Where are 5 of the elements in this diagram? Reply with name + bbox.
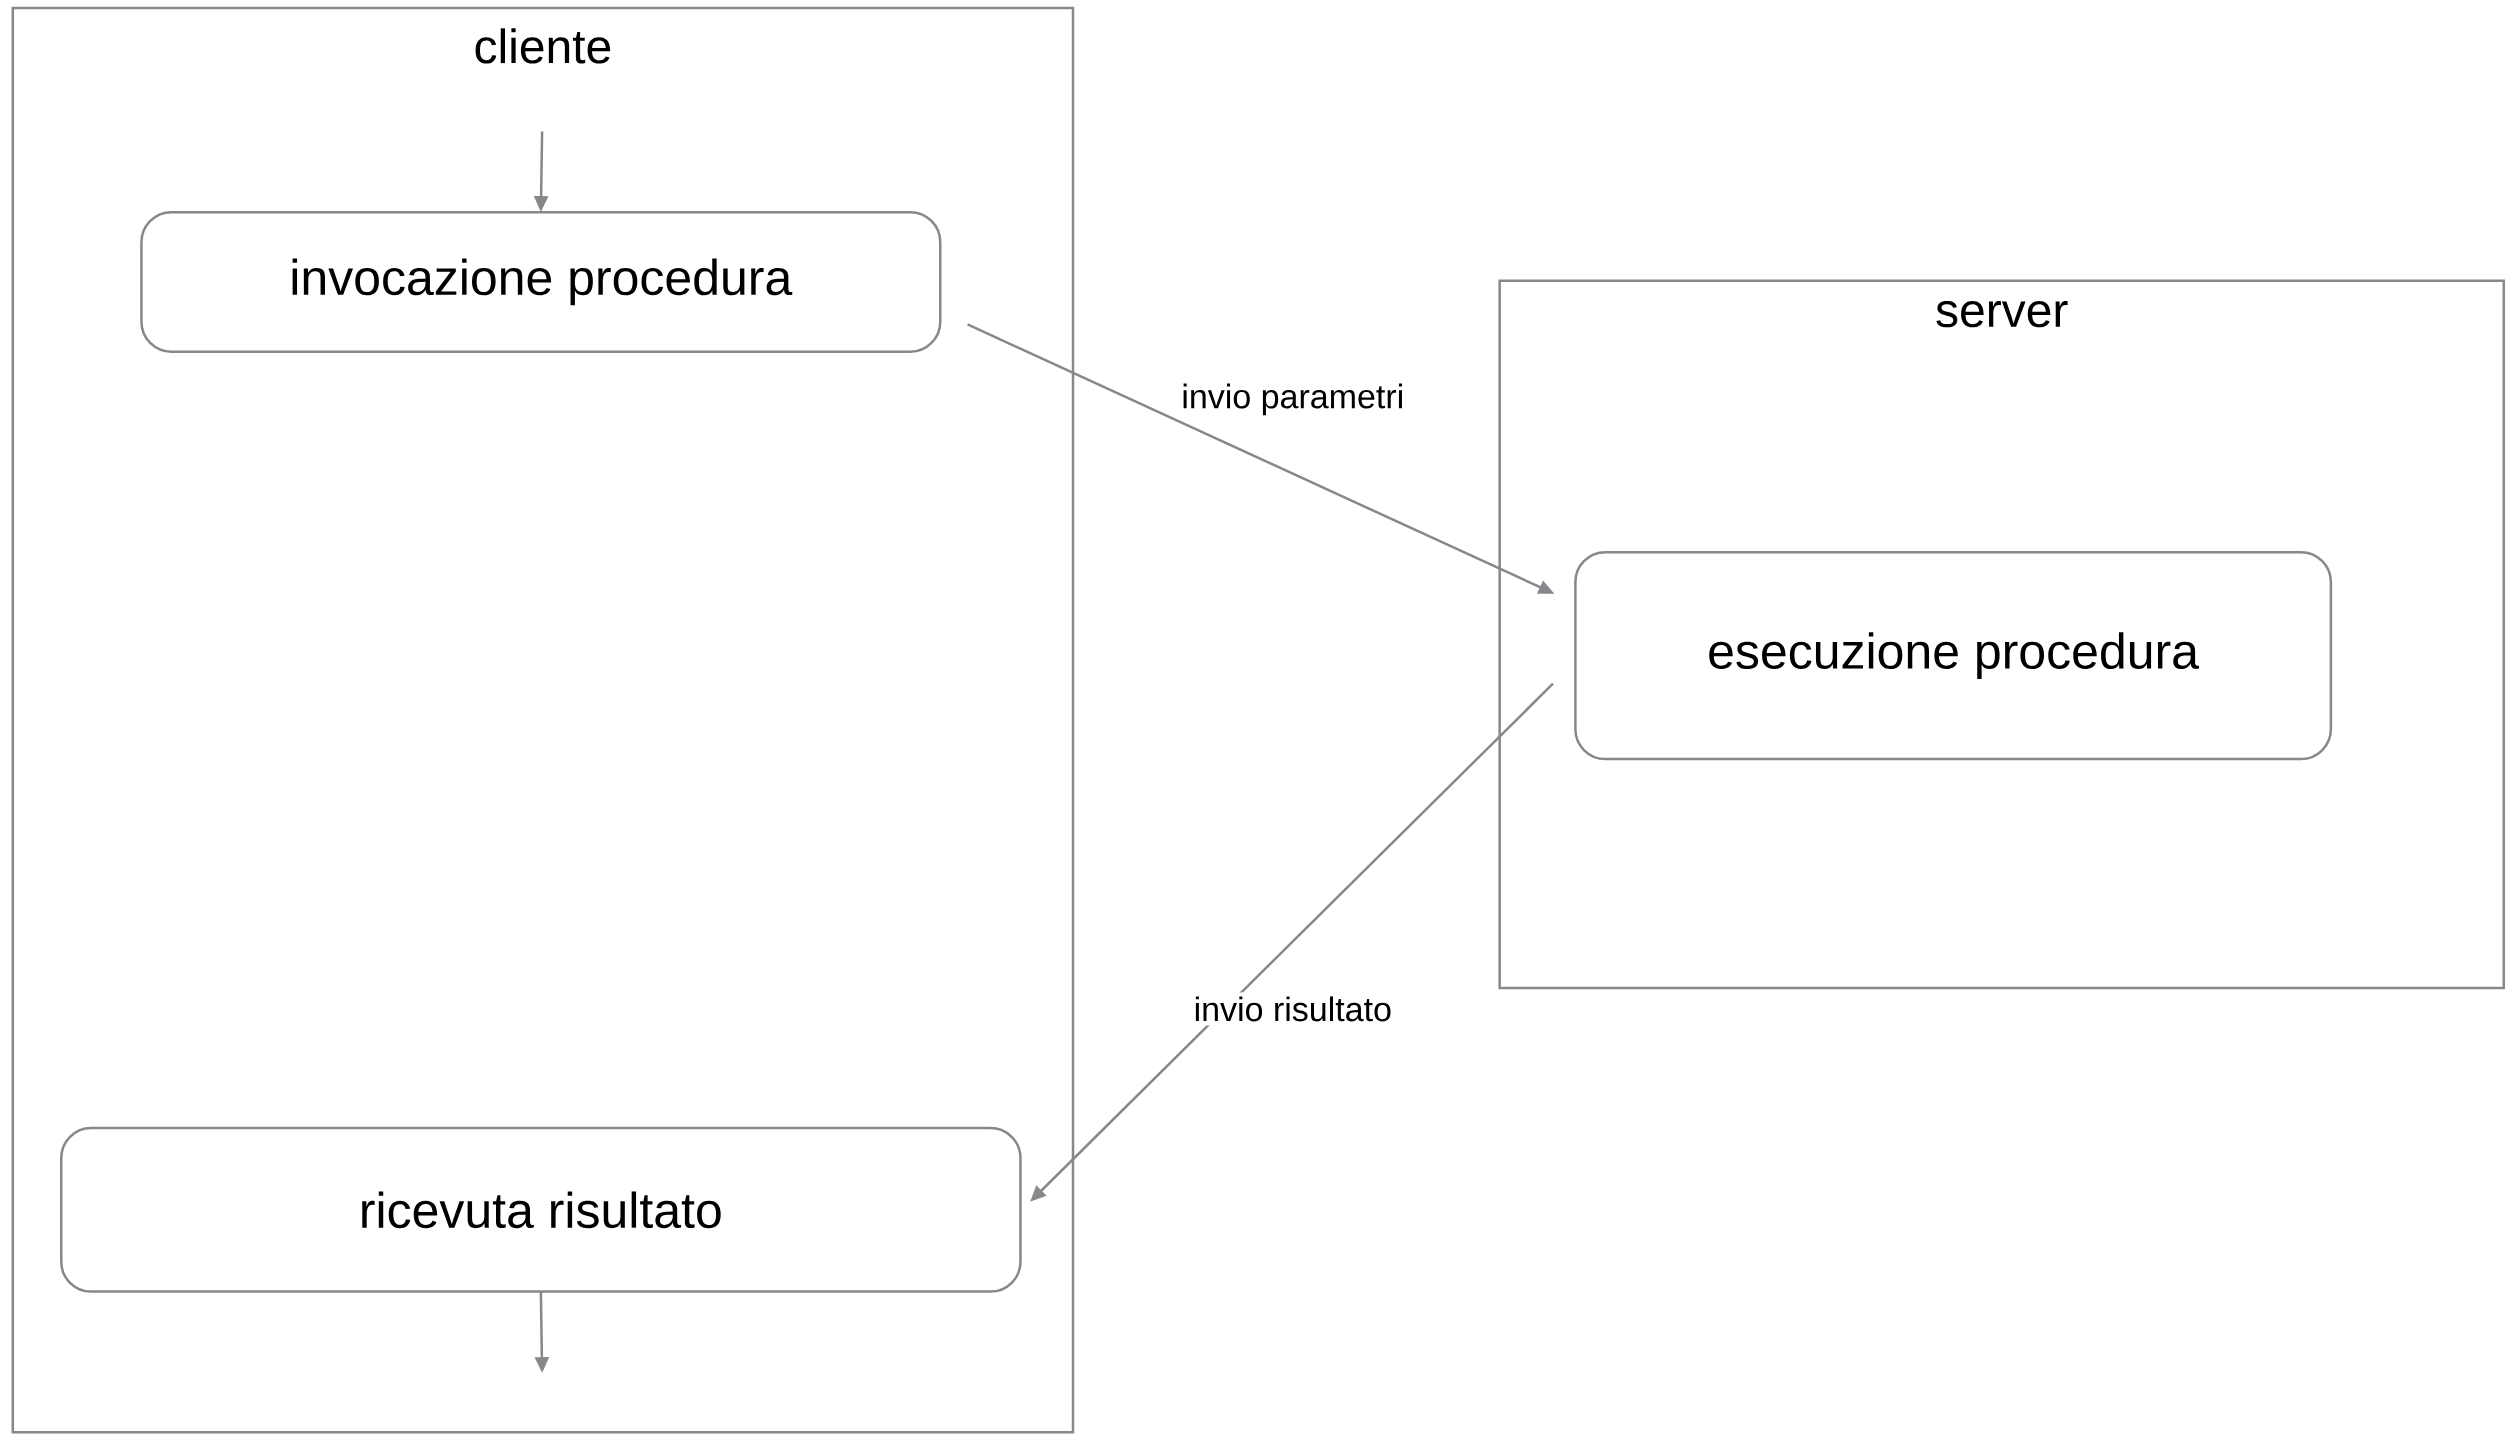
process-box: invocazione procedura (140, 210, 942, 353)
edge-label: invio risultato (1189, 992, 1397, 1026)
process-box: esecuzione procedura (1574, 550, 2333, 761)
process-box: ricevuta risultato (60, 1126, 1022, 1293)
edge-label: invio parametri (1177, 379, 1409, 420)
